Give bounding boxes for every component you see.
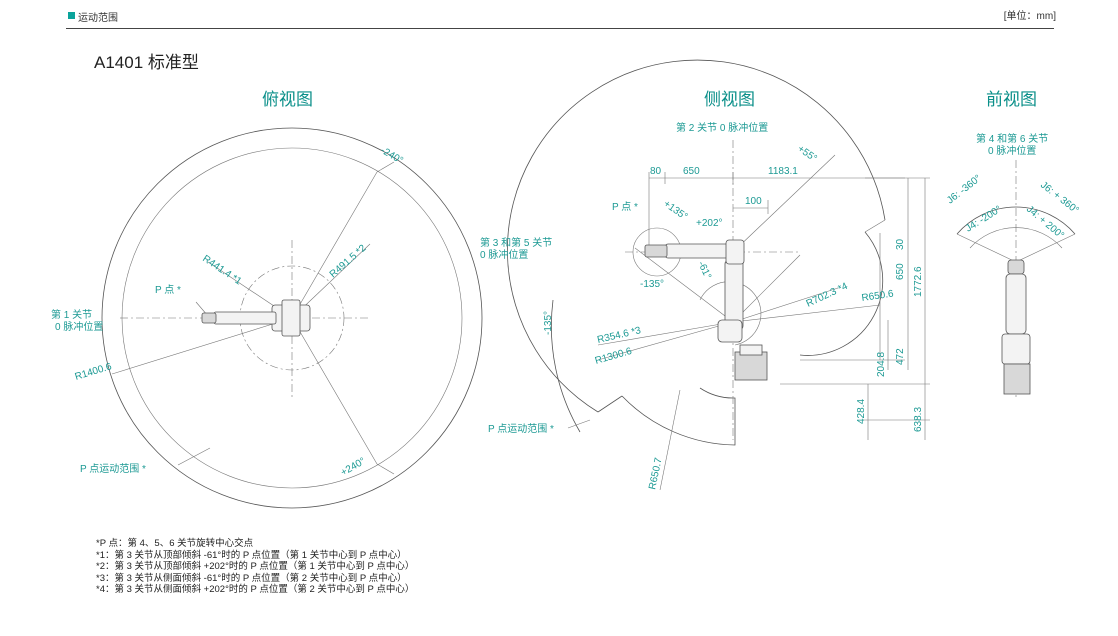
footnotes: *P 点：第 4、5、6 关节旋转中心交点 *1：第 3 关节从顶部倾斜 -61… [96,538,414,596]
dim-428: 428.4 [856,399,867,424]
joint1-label-2: 0 脉冲位置 [55,320,103,333]
section-marker [68,12,75,19]
dim-650v: 650 [895,263,906,280]
dim-r354: R354.6 *3 [596,325,642,346]
robot-arm-front [1005,273,1027,335]
j46-label-2: 0 脉冲位置 [988,144,1036,157]
dim-j4n: J4: -200° [964,204,1004,235]
top-view-title: 俯视图 [262,90,313,109]
top-range-label: P 点运动范围 * [80,462,146,475]
dim-100: 100 [745,196,762,207]
robot-base-side [734,351,768,381]
dim-n135a: -135° [640,279,664,290]
dim-n61: -61° [695,260,713,281]
dim-n135b: -135° [543,311,554,335]
dim-650: 650 [683,166,700,177]
dim-472: 472 [895,348,906,365]
dim-r1400: R1400.6 [74,361,114,383]
front-view: 第 4 和第 6 关节 0 脉冲位置 J6: -360° J6: + 360° … [945,132,1081,400]
robot-upper-arm-side [724,259,744,331]
dim-204: 204.8 [876,352,887,377]
dim-1183: 1183.1 [768,166,798,177]
outer-envelope [506,59,886,413]
p55-line [732,154,836,253]
dim-30: 30 [895,238,906,250]
side-p-label: P 点 * [612,201,638,213]
side-view-title: 侧视图 [704,90,755,109]
dim-r6507: R650.7 [647,456,665,490]
footnote: *2：第 3 关节从顶部倾斜 +202°时的 P 点位置（第 1 关节中心到 P… [96,561,415,573]
dim-638: 638.3 [913,407,924,432]
dim-80: 80 [650,166,662,177]
outer-range-circle [101,127,483,509]
dim-r650: R650.6 [861,289,895,304]
inner-envelope [621,387,736,446]
j46-label-1: 第 4 和第 6 关节 [976,132,1048,145]
dim-j6n: J6: -360° [945,173,983,206]
dim-r702: R702.3 *4 [805,281,850,310]
dim-pos240: +240° [339,456,367,479]
dim-p55: +55° [795,143,818,164]
footnote: *4：第 3 关节从侧面倾斜 +202°时的 P 点位置（第 2 关节中心到 P… [96,584,415,596]
r702-leader [732,287,839,323]
dim-r1300: R1300.6 [594,346,634,367]
limit-line-neg [291,171,378,319]
joint1-label-1: 第 1 关节 [51,308,92,321]
side-view: 第 2 关节 0 脉冲位置 P 点 * 第 3 和第 5 关节 0 脉冲位置 P… [480,59,930,491]
joint35-label-1: 第 3 和第 5 关节 [480,236,552,249]
side-range-label: P 点运动范围 * [488,422,554,435]
joint2-label: 第 2 关节 0 脉冲位置 [676,121,768,134]
footnote: *1：第 3 关节从顶部倾斜 -61°时的 P 点位置（第 1 关节中心到 P … [96,549,407,561]
top-view: -240° +240° R441.4 *1 R491.5 *2 R1400.6 … [51,127,483,509]
side-range-leader [567,419,591,429]
dim-j6p: J6: + 360° [1038,180,1081,217]
robot-wrist-top [201,312,217,324]
range-leader [177,447,211,466]
robot-arm-top [213,311,277,325]
dim-p135: +135° [661,198,689,222]
small-arc [699,281,762,346]
robot-base-front [1003,363,1031,395]
r6507-leader [659,389,681,491]
footnote: *P 点：第 4、5、6 关节旋转中心交点 [96,538,254,549]
model-title: A1401 标准型 [94,53,199,72]
r650-leader [732,304,881,323]
joint35-label-2: 0 脉冲位置 [480,248,528,261]
footnote: *3：第 3 关节从侧面倾斜 -61°时的 P 点位置（第 2 关节中心到 P … [96,572,407,584]
header-rule [66,28,1054,29]
robot-wrist-side [644,244,668,258]
unit-label: [单位：mm] [1003,11,1056,22]
dim-r441: R441.4 *1 [200,253,243,287]
r354-leader [597,321,734,346]
r1300-leader [597,321,734,361]
top-p-label: P 点 * [155,284,181,296]
limit-line-pos [291,317,378,465]
dim-1772: 1772.6 [913,266,924,297]
dim-p202: +202° [696,218,723,229]
dim-j4p: J4: + 200° [1024,204,1066,242]
robot-wrist-front [1007,259,1025,275]
robot-forearm-side [664,243,736,259]
dim-r491: R491.5 *2 [328,242,369,280]
front-view-title: 前视图 [986,90,1037,109]
r1400-leader [111,317,293,375]
j6-arc [956,206,1076,235]
section-title: 运动范围 [78,13,118,24]
